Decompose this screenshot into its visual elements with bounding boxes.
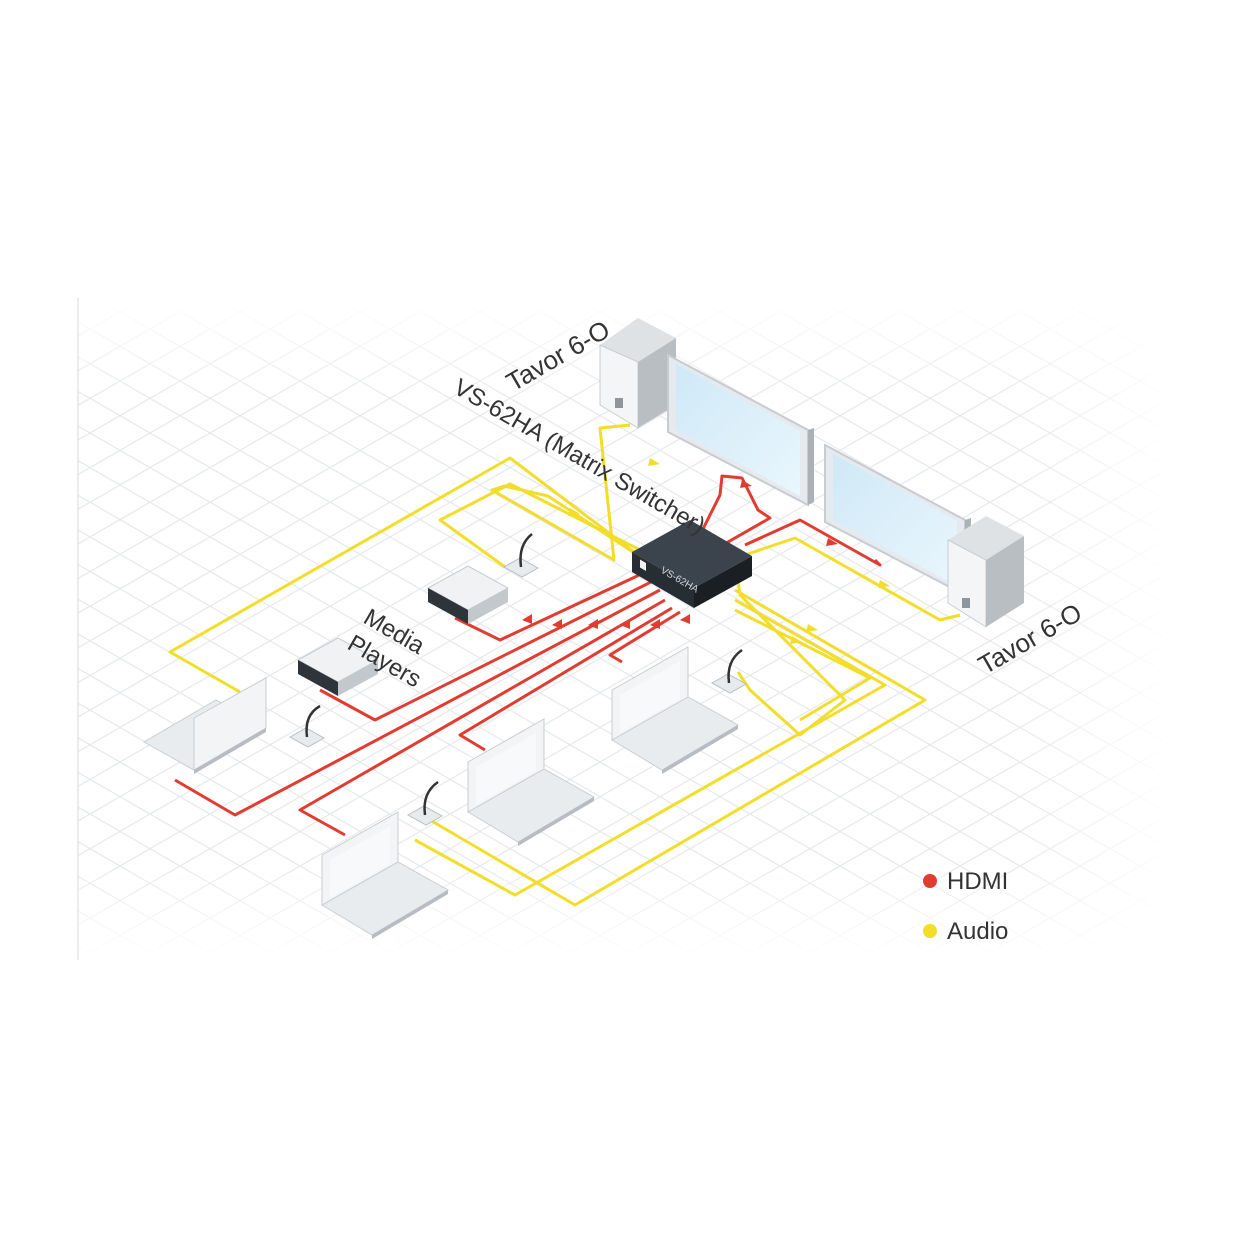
matrix-switcher-device: VS-62HA bbox=[632, 520, 752, 608]
laptop-front bbox=[321, 811, 450, 939]
hdmi-in-laptop-left bbox=[174, 588, 661, 817]
hdmi-in-media-1 bbox=[454, 568, 651, 642]
audio-cable-mic-left bbox=[734, 608, 872, 722]
laptop-center bbox=[467, 718, 596, 846]
laptop-left bbox=[142, 677, 268, 774]
media-player-1 bbox=[426, 565, 510, 624]
cable-direction-arrows bbox=[522, 458, 890, 644]
hdmi-in-laptop-center bbox=[458, 606, 673, 752]
legend-hdmi-label: HDMI bbox=[947, 868, 1008, 895]
legend: HDMI Audio bbox=[923, 868, 1008, 945]
microphone-right bbox=[710, 648, 748, 694]
display-1 bbox=[667, 353, 814, 507]
hdmi-out-display-1 bbox=[698, 474, 772, 560]
laptop-icon bbox=[611, 646, 740, 774]
hdmi-in-laptop-front bbox=[298, 598, 666, 837]
hdmi-out-display-2 bbox=[744, 518, 882, 567]
audio-cable-mic-top bbox=[438, 482, 653, 569]
gooseneck-microphone-icon bbox=[710, 648, 748, 694]
microphone-left bbox=[288, 704, 326, 748]
audio-cables bbox=[168, 423, 961, 907]
matrix-switcher-icon bbox=[632, 520, 752, 608]
legend-item-hdmi: HDMI bbox=[923, 868, 1008, 895]
gooseneck-microphone-icon bbox=[288, 704, 326, 748]
display-icon bbox=[667, 353, 814, 507]
audio-cable-speaker-top bbox=[168, 423, 646, 694]
laptop-icon bbox=[467, 718, 596, 846]
speaker-icon bbox=[599, 318, 676, 429]
legend-item-audio: Audio bbox=[923, 918, 1008, 945]
gooseneck-microphone-icon bbox=[502, 533, 540, 578]
audio-cable-mic-center bbox=[414, 598, 887, 897]
media-player-2 bbox=[296, 637, 380, 696]
microphone-top bbox=[502, 533, 540, 578]
microphone-center bbox=[406, 780, 444, 826]
audio-cable-out-loop bbox=[429, 588, 927, 907]
laptop-icon bbox=[321, 811, 450, 939]
laptop-icon bbox=[142, 677, 268, 774]
speaker-top bbox=[599, 318, 676, 429]
speaker-icon bbox=[947, 516, 1024, 628]
audio-cable-speaker-bottom bbox=[744, 536, 961, 622]
gooseneck-microphone-icon bbox=[406, 780, 444, 826]
speaker-bottom bbox=[947, 516, 1024, 628]
legend-audio-label: Audio bbox=[947, 918, 1008, 945]
media-player-icon bbox=[296, 637, 380, 696]
hdmi-swatch bbox=[923, 874, 937, 888]
media-player-icon bbox=[426, 565, 510, 624]
laptop-right bbox=[611, 646, 740, 774]
audio-swatch bbox=[923, 924, 937, 938]
